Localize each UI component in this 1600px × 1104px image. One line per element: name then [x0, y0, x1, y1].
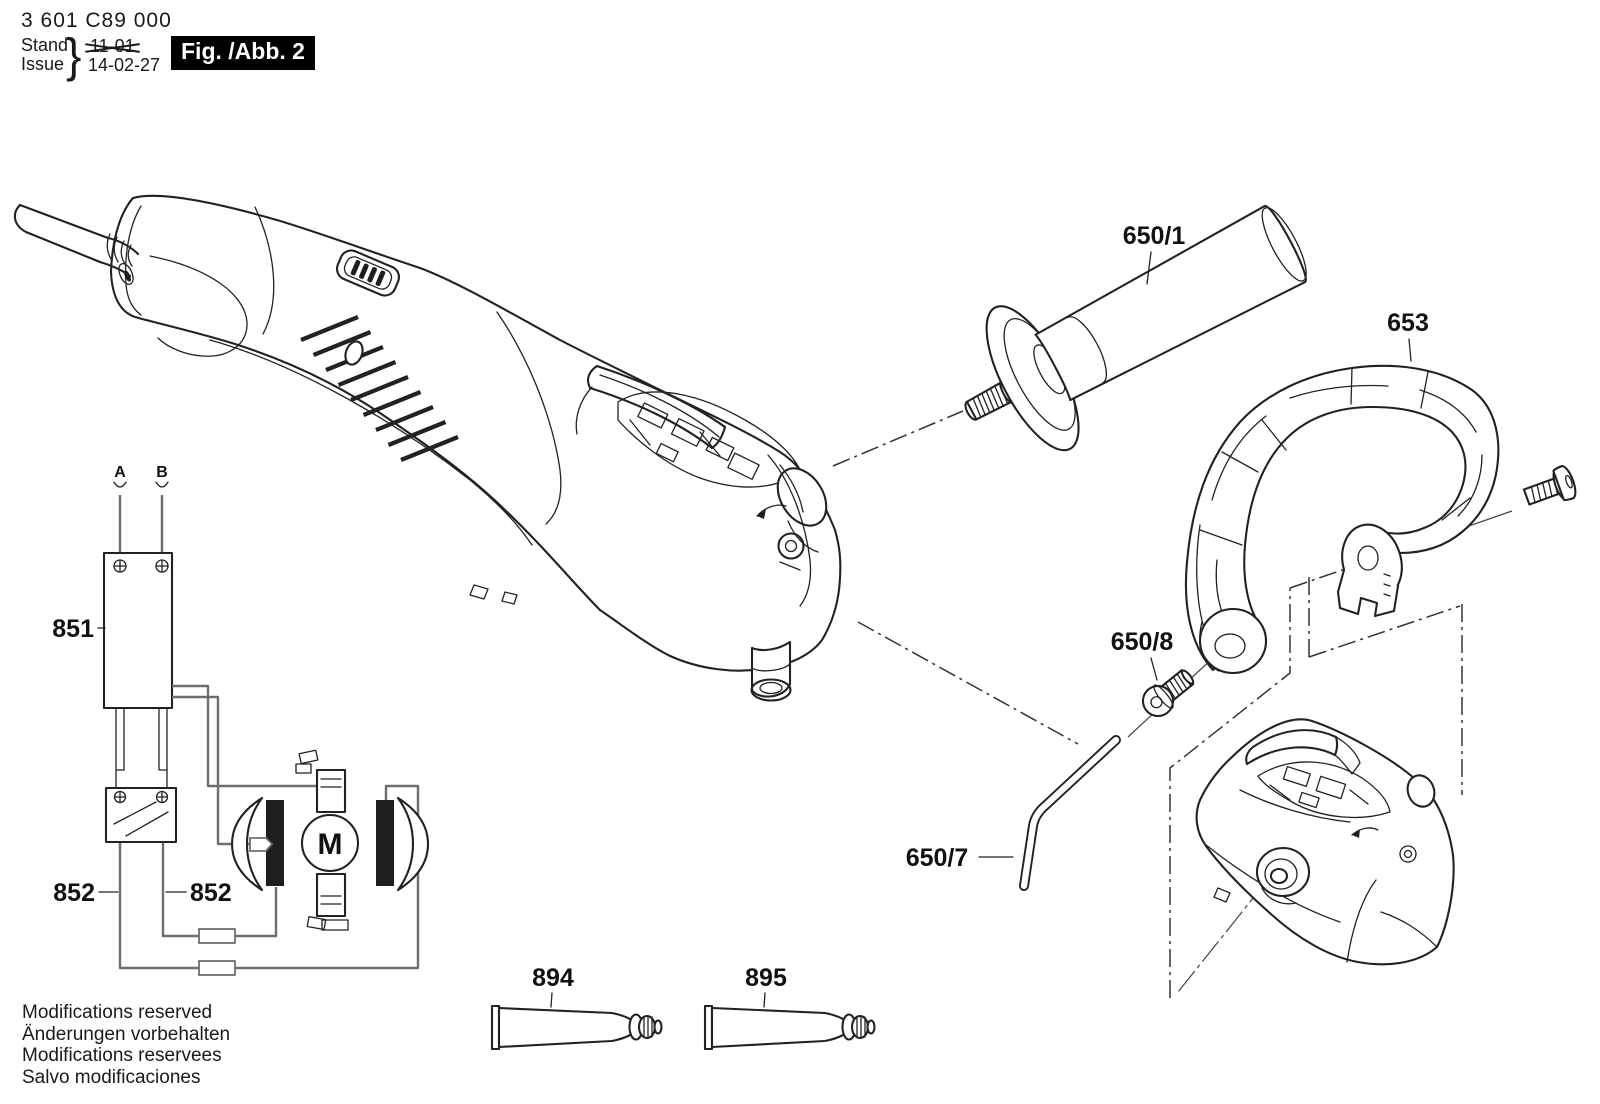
housing-seams — [149, 206, 562, 546]
detail-clamp-mechanism — [1257, 761, 1391, 819]
modifications-notice: Modifications reserved Änderungen vorbeh… — [22, 1002, 230, 1088]
stand-issue-label: Stand Issue — [21, 36, 68, 74]
oscillation-arrow-icon — [756, 504, 787, 519]
notice-line-en: Modifications reserved — [22, 1002, 213, 1023]
handle-mount-boss — [776, 464, 828, 553]
notice-line-de: Änderungen vorbehalten — [22, 1023, 231, 1045]
handle-grip-ribs — [1196, 367, 1483, 641]
notice-line-es: Salvo modificaciones — [22, 1066, 201, 1088]
suppressor-component-852a — [198, 960, 236, 976]
detail-screw — [1399, 845, 1417, 863]
handle-foot — [1198, 607, 1268, 675]
detail-boss-axis-line — [1177, 881, 1267, 993]
mount-clips — [469, 584, 518, 605]
head-front-panel — [767, 454, 812, 607]
terminal-a-label: A — [114, 464, 126, 481]
leader-653 — [1408, 338, 1412, 362]
cord-grommet — [98, 205, 142, 316]
power-cord — [13, 203, 110, 264]
brace-glyph: } — [66, 28, 82, 82]
stand-label: Stand — [21, 35, 69, 55]
leader-650-1 — [1146, 251, 1152, 285]
power-switch — [335, 249, 401, 297]
leader-650-8 — [1150, 657, 1158, 681]
detail-arrow-icon — [1351, 827, 1379, 838]
bow-handle-653 — [1184, 364, 1577, 675]
part-labels: 650/1 653 650/8 650/7 851 852 852 894 89… — [52, 222, 1429, 1008]
label-653: 653 — [1387, 309, 1429, 337]
superseded-date: 11-01 — [90, 36, 135, 56]
label-650-8: 650/8 — [1111, 628, 1174, 656]
issue-label: Issue — [21, 54, 65, 74]
head-to-key-axis-line — [857, 621, 1079, 745]
detail-spindle-boss — [1255, 846, 1311, 905]
detail-clamp-lever — [1245, 729, 1361, 775]
motor-symbol: M — [318, 828, 343, 861]
label-650-1: 650/1 — [1123, 222, 1186, 250]
figure-label-box: Fig. /Abb. 2 — [171, 36, 315, 70]
output-spindle — [750, 640, 792, 702]
label-650-7: 650/7 — [906, 844, 969, 872]
connector-block — [104, 786, 178, 844]
hex-key-650-7 — [1019, 735, 1121, 891]
brush-terminal-plate — [249, 837, 274, 852]
part-number: 3 601 C89 000 — [21, 9, 172, 32]
detail-rear-boss — [1406, 774, 1436, 808]
brush-right — [376, 800, 394, 886]
brush-holder-top — [295, 749, 347, 814]
leader-895 — [763, 992, 766, 1008]
grease-tube-895 — [703, 1004, 876, 1051]
handle-clamp-block — [1336, 523, 1403, 618]
detail-view-boundary — [1169, 572, 1463, 998]
screw-650-8 — [1141, 669, 1195, 718]
detail-body — [1195, 718, 1455, 966]
issue-dates: 11-01 14-02-27 — [88, 37, 160, 75]
label-852-left: 852 — [53, 879, 95, 907]
suppressor-component-852b — [198, 928, 236, 944]
grease-tube-894 — [490, 1004, 663, 1051]
tool-body — [109, 194, 842, 672]
field-coil-left — [230, 796, 264, 892]
issue-date: 14-02-27 — [88, 55, 161, 75]
main-tool-drawing — [13, 194, 842, 702]
label-852-right: 852 — [190, 879, 232, 907]
switch-module-851 — [102, 551, 174, 789]
label-851: 851 — [52, 615, 94, 643]
field-coil-right — [396, 796, 430, 892]
aux-handle-650-1 — [964, 204, 1307, 452]
brush-left — [266, 800, 284, 886]
vent-grille — [300, 315, 459, 462]
terminal-arrows — [113, 481, 169, 488]
notice-line-fr: Modifications reservees — [22, 1045, 222, 1066]
handle-clamp-screw — [1522, 464, 1577, 506]
brush-holder-bottom — [306, 872, 349, 931]
motor-assembly: M — [230, 749, 430, 931]
wiring-schematic: M A B — [102, 464, 430, 976]
terminal-b-label: B — [156, 464, 168, 481]
label-895: 895 — [745, 964, 787, 992]
motor-circle — [300, 813, 360, 873]
clamp-mechanism — [617, 391, 801, 488]
housing-stud — [344, 340, 364, 366]
leader-894 — [550, 992, 553, 1008]
aux-handle-axis-line — [832, 410, 964, 467]
gear-head-detail-view — [1195, 718, 1455, 966]
label-894: 894 — [532, 964, 574, 992]
